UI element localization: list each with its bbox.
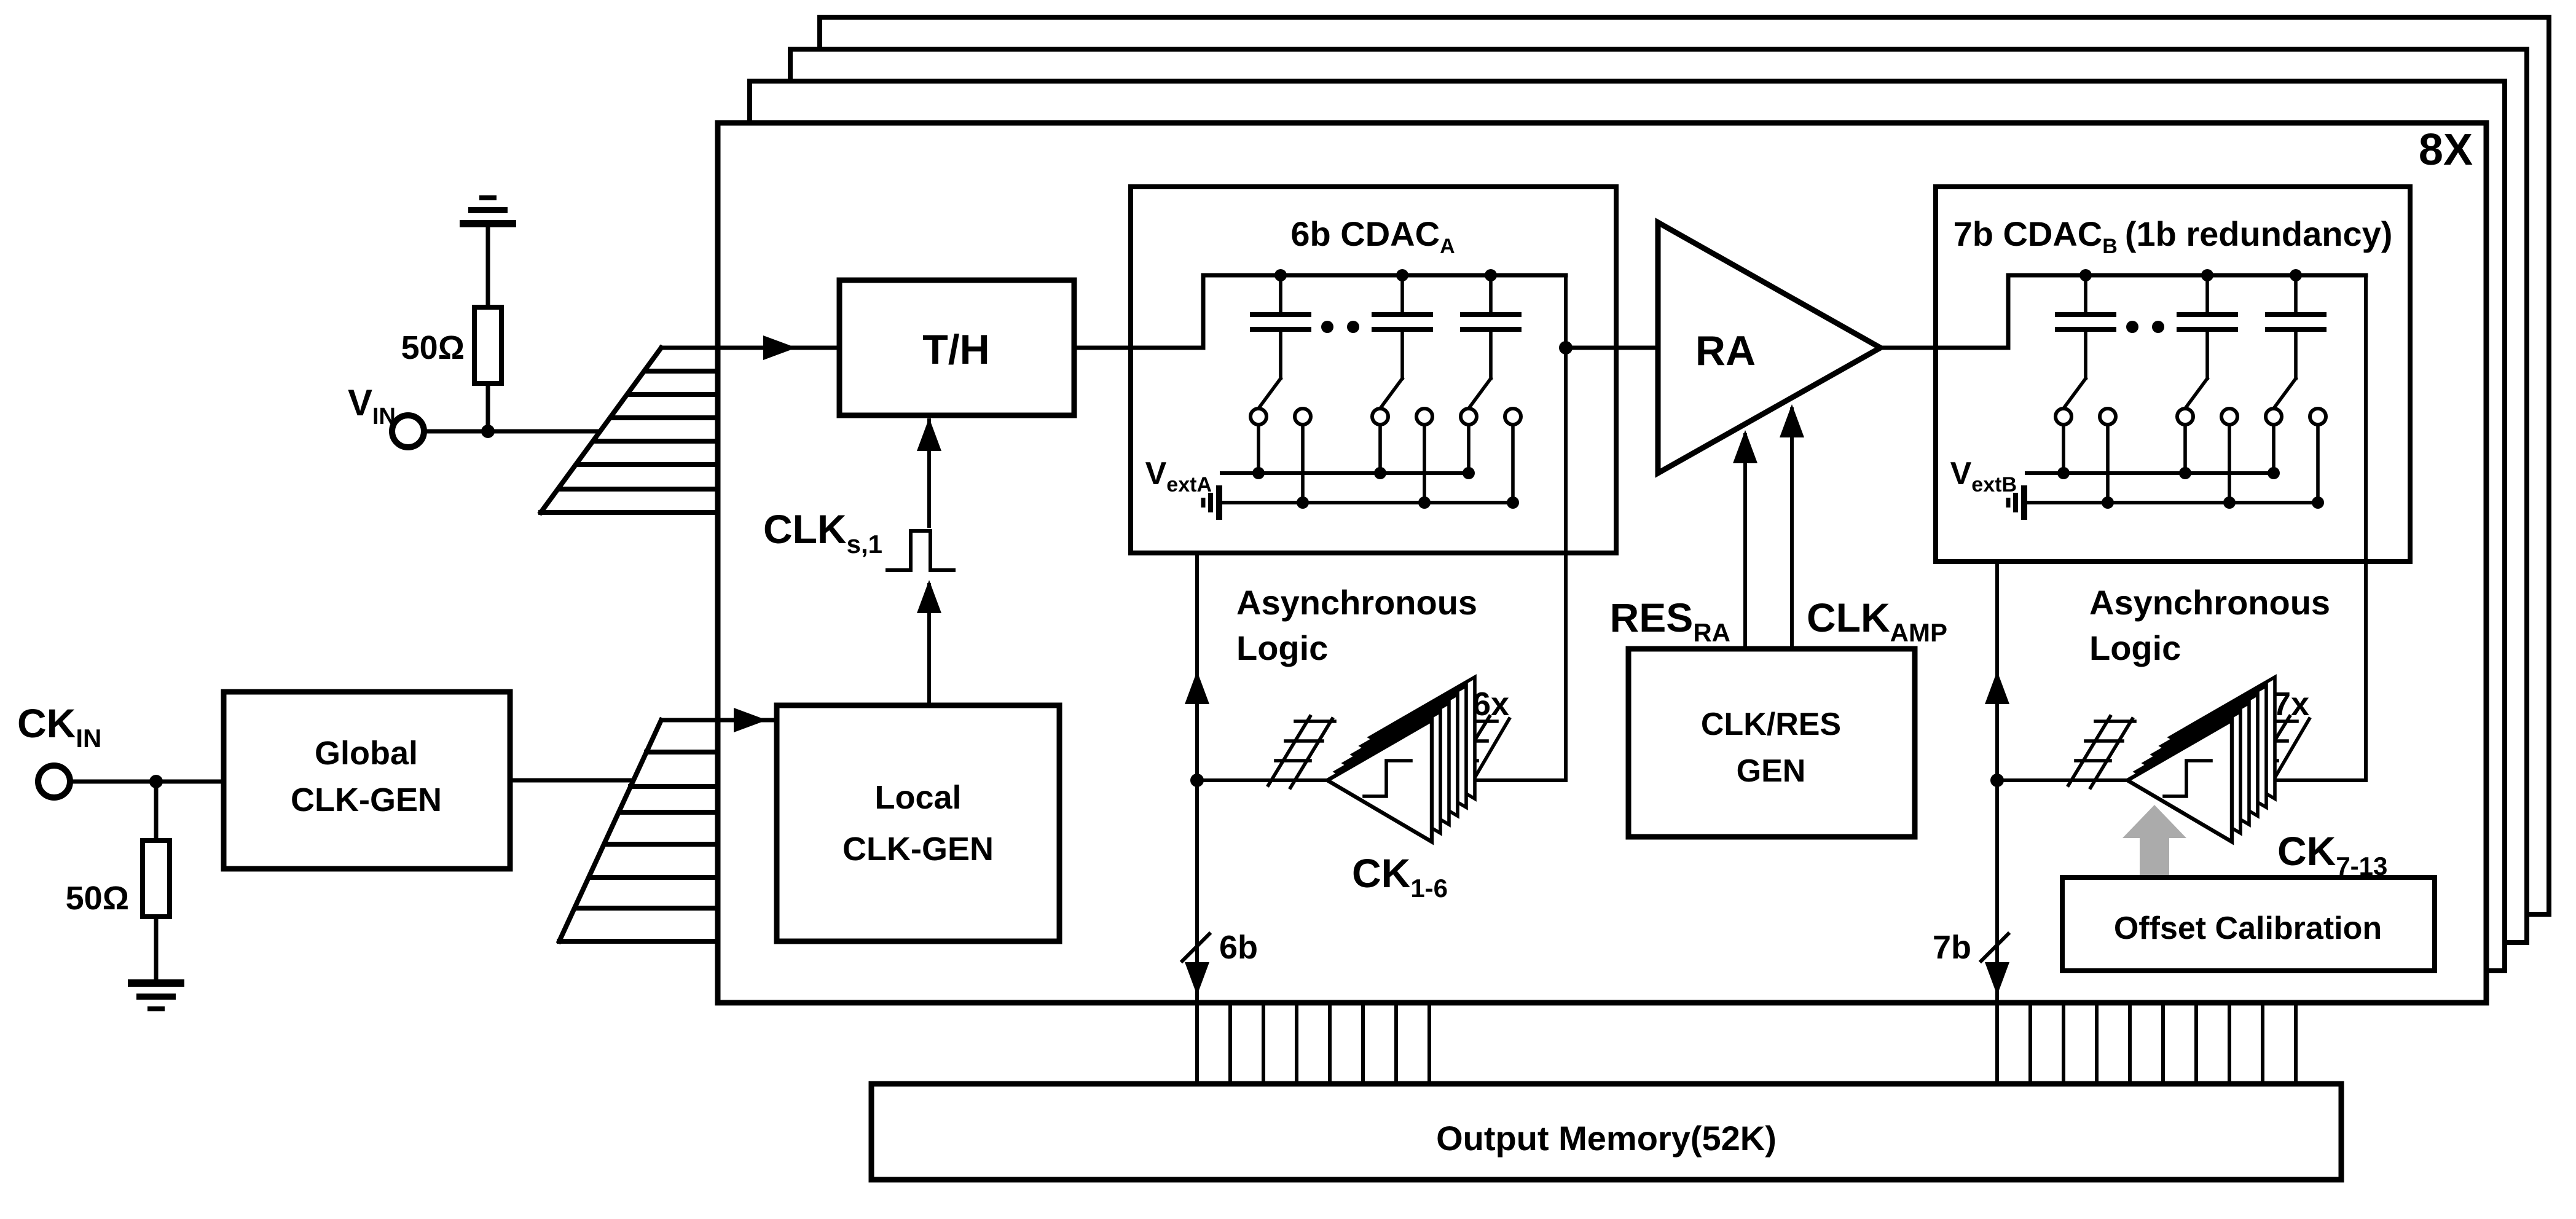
ra-label: RA <box>1695 327 1756 374</box>
async-logic-a-label-2: Logic <box>1236 629 1328 667</box>
output-bus-section: 6b 7b Output Memory(52K) <box>868 929 2344 1183</box>
bus-b-lines <box>1995 1001 2298 1086</box>
local-clk-gen-block <box>774 702 1062 944</box>
ckin-termination-resistor <box>140 838 172 919</box>
comparator-b-count: 7x <box>2272 686 2309 723</box>
clk-res-gen-label-1: CLK/RES <box>1701 707 1841 742</box>
async-logic-b-label-2: Logic <box>2089 629 2181 667</box>
ckin-resistor-value: 50Ω <box>66 880 129 917</box>
async-logic-b-label-1: Asynchronous <box>2089 583 2330 622</box>
cdac-b-section: 7b CDACB(1b redundancy) VextB Asynchrono… <box>1933 184 2437 1005</box>
ellipsis-dot <box>2126 321 2138 333</box>
multiplier-label: 8X <box>2419 125 2473 174</box>
cdac-a-label: 6b CDACA <box>1290 214 1455 258</box>
ckin-terminal <box>35 762 73 801</box>
bus-b-width-slash <box>1978 931 2011 964</box>
clkamp-label: CLKAMP <box>1807 595 1947 647</box>
ellipsis-dot <box>1347 321 1359 333</box>
vin-interleave-wedge <box>537 344 720 516</box>
th-block <box>836 277 1077 418</box>
bus-a-width-label: 6b <box>1219 929 1258 966</box>
ckin-clock-network: CKIN 50Ω Global CLK-GEN Local CLK-GEN CL… <box>17 418 1062 1009</box>
cdac-a-section: 6b CDACA VextA Asynchronous Logic 6x CK1… <box>1128 184 1660 1005</box>
clock-interleave-wedge <box>556 716 720 945</box>
bus-b-width-label: 7b <box>1933 929 1971 966</box>
vin-label: VIN <box>348 382 396 429</box>
ellipsis-dot <box>1321 321 1333 333</box>
ra-amplifier <box>1655 218 1887 478</box>
ck16-label: CK1-6 <box>1352 850 1448 903</box>
cdac-b-label: 7b CDACB(1b redundancy) <box>1954 214 2393 258</box>
ground-icon <box>460 198 516 224</box>
global-clk-gen-label-1: Global <box>315 735 418 772</box>
comparator-a-count: 6x <box>1472 686 1509 723</box>
async-logic-a-label-1: Asynchronous <box>1236 583 1477 622</box>
offset-cal-gray-arrow-icon <box>2122 805 2186 877</box>
cdac-a-topplate-rail <box>1128 273 1568 350</box>
vin-termination-resistor <box>472 305 504 386</box>
vextb-label: VextB <box>1950 456 2017 496</box>
cdac-a-block <box>1128 184 1619 555</box>
clk-res-gen-block <box>1625 646 1918 840</box>
vin-terminal <box>389 412 427 450</box>
clk-res-gen-label-2: GEN <box>1737 753 1806 789</box>
ckin-label: CKIN <box>17 700 101 753</box>
output-memory-block <box>868 1081 2344 1183</box>
output-memory-label: Output Memory(52K) <box>1436 1119 1777 1158</box>
local-clk-gen-label-1: Local <box>874 779 961 816</box>
ellipsis-dot <box>2152 321 2164 333</box>
ground-icon <box>128 983 184 1009</box>
global-clk-gen-block <box>221 689 513 872</box>
resra-label: RESRA <box>1610 595 1730 647</box>
clock-pulse-icon <box>886 529 956 572</box>
local-clk-gen-label-2: CLK-GEN <box>842 831 994 868</box>
th-label: T/H <box>922 326 990 373</box>
vin-resistor-value: 50Ω <box>401 329 465 366</box>
bus-a-width-slash <box>1179 931 1212 964</box>
cdac-b-topplate-rail <box>1933 273 2368 350</box>
ra-section: RA RESRA CLKAMP CLK/RES GEN <box>1610 218 2011 840</box>
offset-calibration-label: Offset Calibration <box>2114 911 2382 946</box>
vexta-label: VextA <box>1145 456 1212 496</box>
offset-calibration-block <box>2060 875 2437 973</box>
vin-input-network: VIN 50Ω <box>348 198 842 516</box>
global-clk-gen-label-2: CLK-GEN <box>291 782 442 818</box>
bus-a-lines <box>1195 1001 1431 1086</box>
clks1-label: CLKs,1 <box>763 506 882 559</box>
